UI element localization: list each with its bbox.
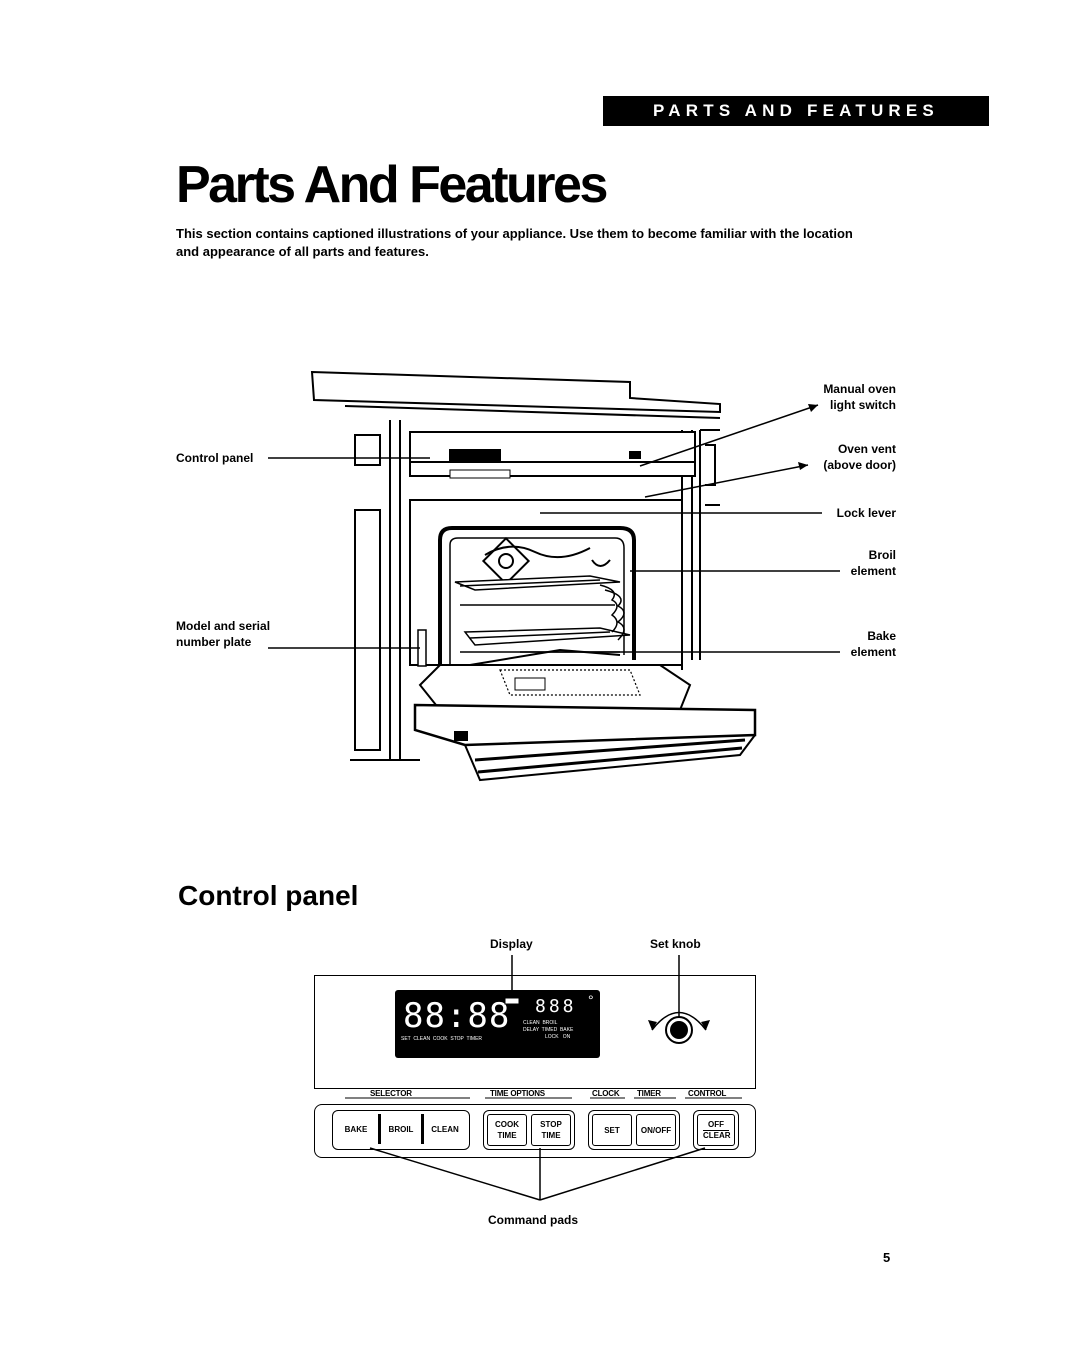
label-model-serial-2: number plate: [176, 635, 252, 649]
label-manual-light-2: light switch: [830, 398, 896, 412]
label-oven-vent-1: Oven vent: [837, 442, 896, 456]
control-panel-heading: Control panel: [178, 880, 359, 911]
label-lock-lever: Lock lever: [836, 506, 896, 520]
display-degree: °: [588, 992, 594, 1008]
section-banner: PARTS AND FEATURES: [603, 96, 989, 126]
stop-time-pad[interactable]: STOP TIME: [531, 1114, 571, 1146]
display-indicators-left: SET CLEAN COOK STOP TIMER: [401, 1036, 483, 1042]
set-pad[interactable]: SET: [592, 1114, 632, 1146]
off-clear-line-2: CLEAR: [703, 1129, 731, 1140]
pad-divider: [421, 1114, 424, 1144]
display-indicators-3: LOCK ON: [545, 1034, 571, 1040]
label-oven-vent-2: (above door): [823, 458, 896, 472]
label-command-pads: Command pads: [488, 1213, 579, 1227]
clean-pad[interactable]: CLEAN: [425, 1114, 465, 1144]
off-clear-pad[interactable]: OFF CLEAR: [697, 1114, 735, 1146]
pad-divider: [378, 1114, 381, 1144]
label-manual-light-1: Manual oven: [823, 382, 896, 396]
off-clear-line-1: OFF: [708, 1119, 724, 1129]
selector-pad-group: [332, 1110, 470, 1150]
label-bake-2: element: [850, 645, 896, 659]
label-display: Display: [490, 937, 533, 951]
command-pad-strip: [314, 1104, 756, 1158]
display-screen: 88:88 888 ° CLEAN BROIL DELAY TIMED BAKE…: [395, 990, 600, 1058]
intro-paragraph: This section contains captioned illustra…: [176, 226, 853, 259]
on-off-pad[interactable]: ON/OFF: [636, 1114, 676, 1146]
group-time-options: TIME OPTIONS: [490, 1089, 545, 1098]
display-indicators-1: CLEAN BROIL: [523, 1020, 558, 1026]
control-pad-group: [693, 1110, 739, 1150]
page-number: 5: [883, 1250, 891, 1265]
label-set-knob: Set knob: [650, 937, 701, 951]
display-temp: 888: [535, 996, 577, 1017]
oven-illustration: [310, 370, 757, 782]
display-indicators-2: DELAY TIMED BAKE: [523, 1027, 574, 1033]
label-bake-1: Bake: [867, 629, 896, 643]
group-clock: CLOCK: [592, 1089, 620, 1098]
page-title: Parts And Features: [176, 156, 608, 214]
time-options-pad-group: [483, 1110, 575, 1150]
group-timer: TIMER: [637, 1089, 661, 1098]
bake-pad[interactable]: BAKE: [336, 1114, 376, 1144]
group-selector: SELECTOR: [370, 1089, 412, 1098]
label-model-serial-1: Model and serial: [176, 619, 271, 633]
cook-time-pad[interactable]: COOK TIME: [487, 1114, 527, 1146]
clock-timer-pad-group: [588, 1110, 680, 1150]
display-time: 88:88: [403, 996, 511, 1036]
label-control-panel: Control panel: [176, 451, 254, 465]
group-control: CONTROL: [688, 1089, 727, 1098]
label-broil-2: element: [850, 564, 896, 578]
label-broil-1: Broil: [868, 548, 896, 562]
control-panel-face: [314, 975, 756, 1089]
broil-pad[interactable]: BROIL: [382, 1114, 420, 1144]
